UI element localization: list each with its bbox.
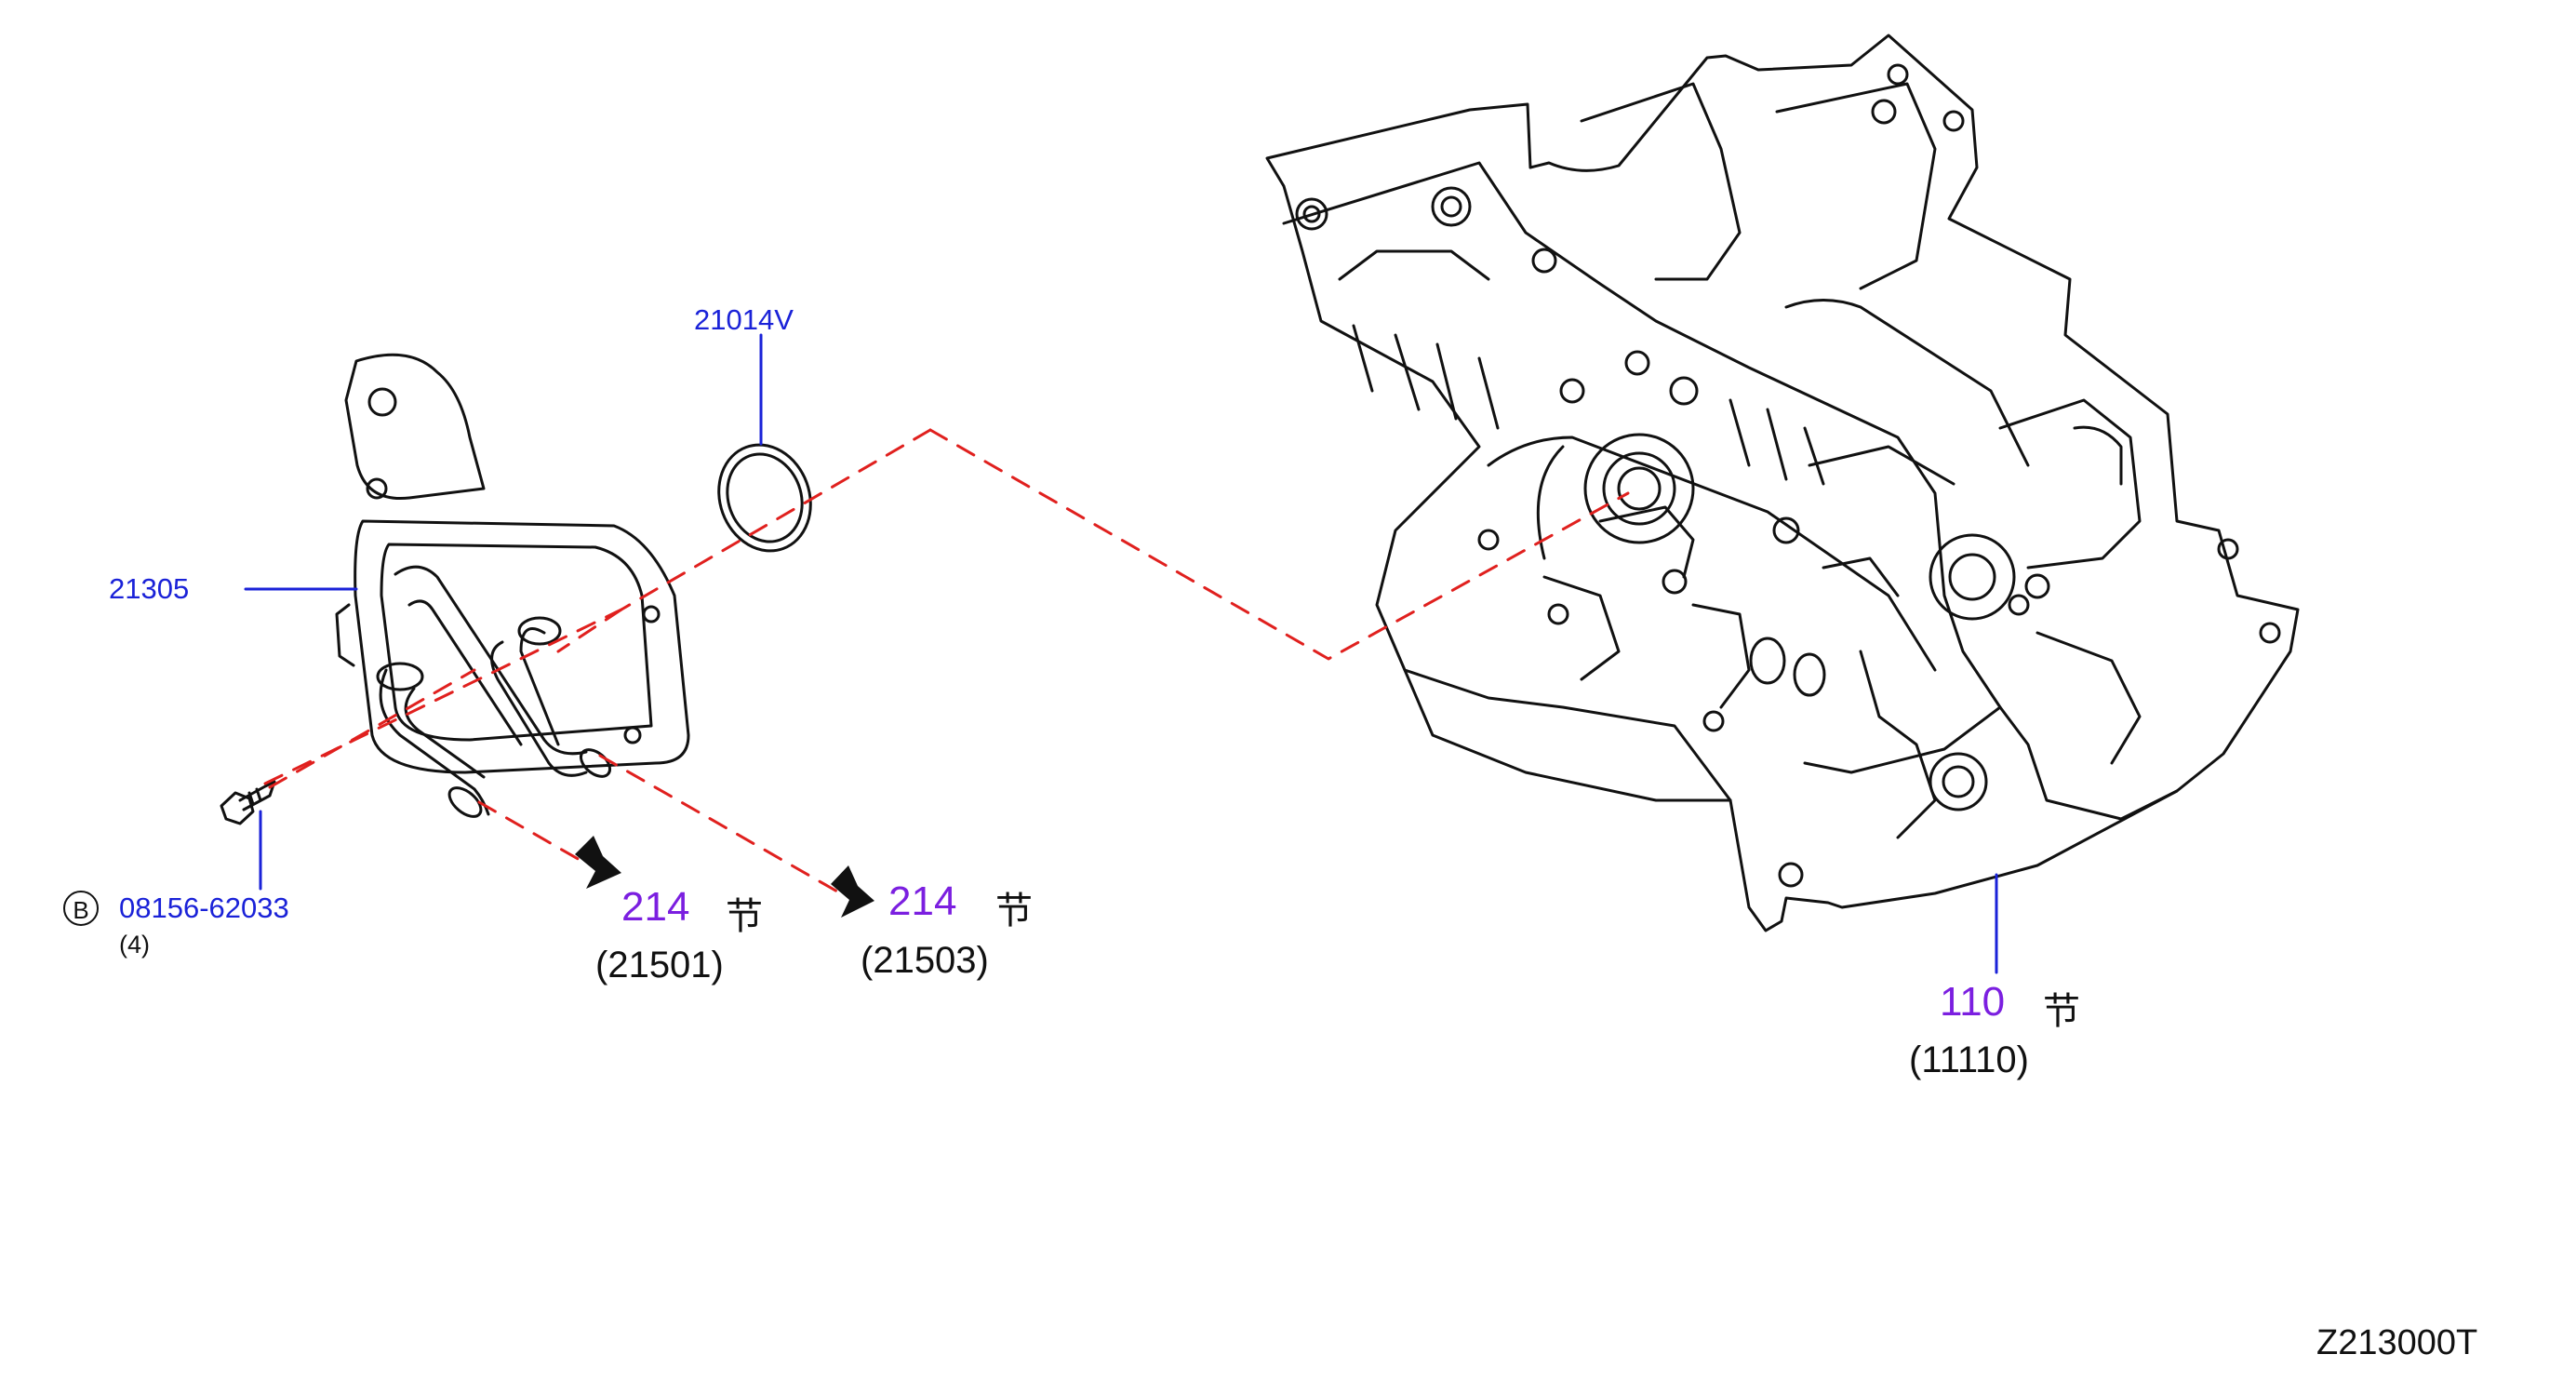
section-mark: 节: [726, 895, 763, 938]
engine-block-drawing: [1265, 34, 2300, 932]
section-link[interactable]: 214: [888, 878, 957, 924]
section-sub-number: (21503): [861, 940, 989, 981]
diagram-code: Z213000T: [2316, 1323, 2478, 1362]
oil-cooler-part-number[interactable]: 21305: [109, 572, 190, 605]
leader-lines: [244, 333, 1998, 974]
section-link[interactable]: 110: [1940, 979, 2006, 1025]
section-mark: 节: [995, 890, 1033, 932]
o-ring-drawing: [717, 443, 812, 553]
oil-cooler-drawing: [335, 353, 690, 818]
o-ring-part-number[interactable]: 21014V: [694, 303, 794, 336]
bolt-quantity: (4): [119, 931, 150, 959]
bolt-drawing: [220, 780, 276, 825]
section-link[interactable]: 214: [621, 884, 690, 930]
bolt-symbol-badge: B: [63, 891, 99, 926]
section-mark: 节: [2043, 990, 2080, 1033]
reference-arrows: [575, 836, 874, 918]
section-sub-number: (11110): [1909, 1039, 2029, 1080]
arrow-icon: [831, 865, 874, 918]
dashed-connection-lines: [263, 428, 1630, 893]
arrow-icon: [575, 836, 621, 889]
section-sub-number: (21501): [595, 945, 724, 985]
bolt-part-number[interactable]: 08156-62033: [119, 892, 289, 924]
